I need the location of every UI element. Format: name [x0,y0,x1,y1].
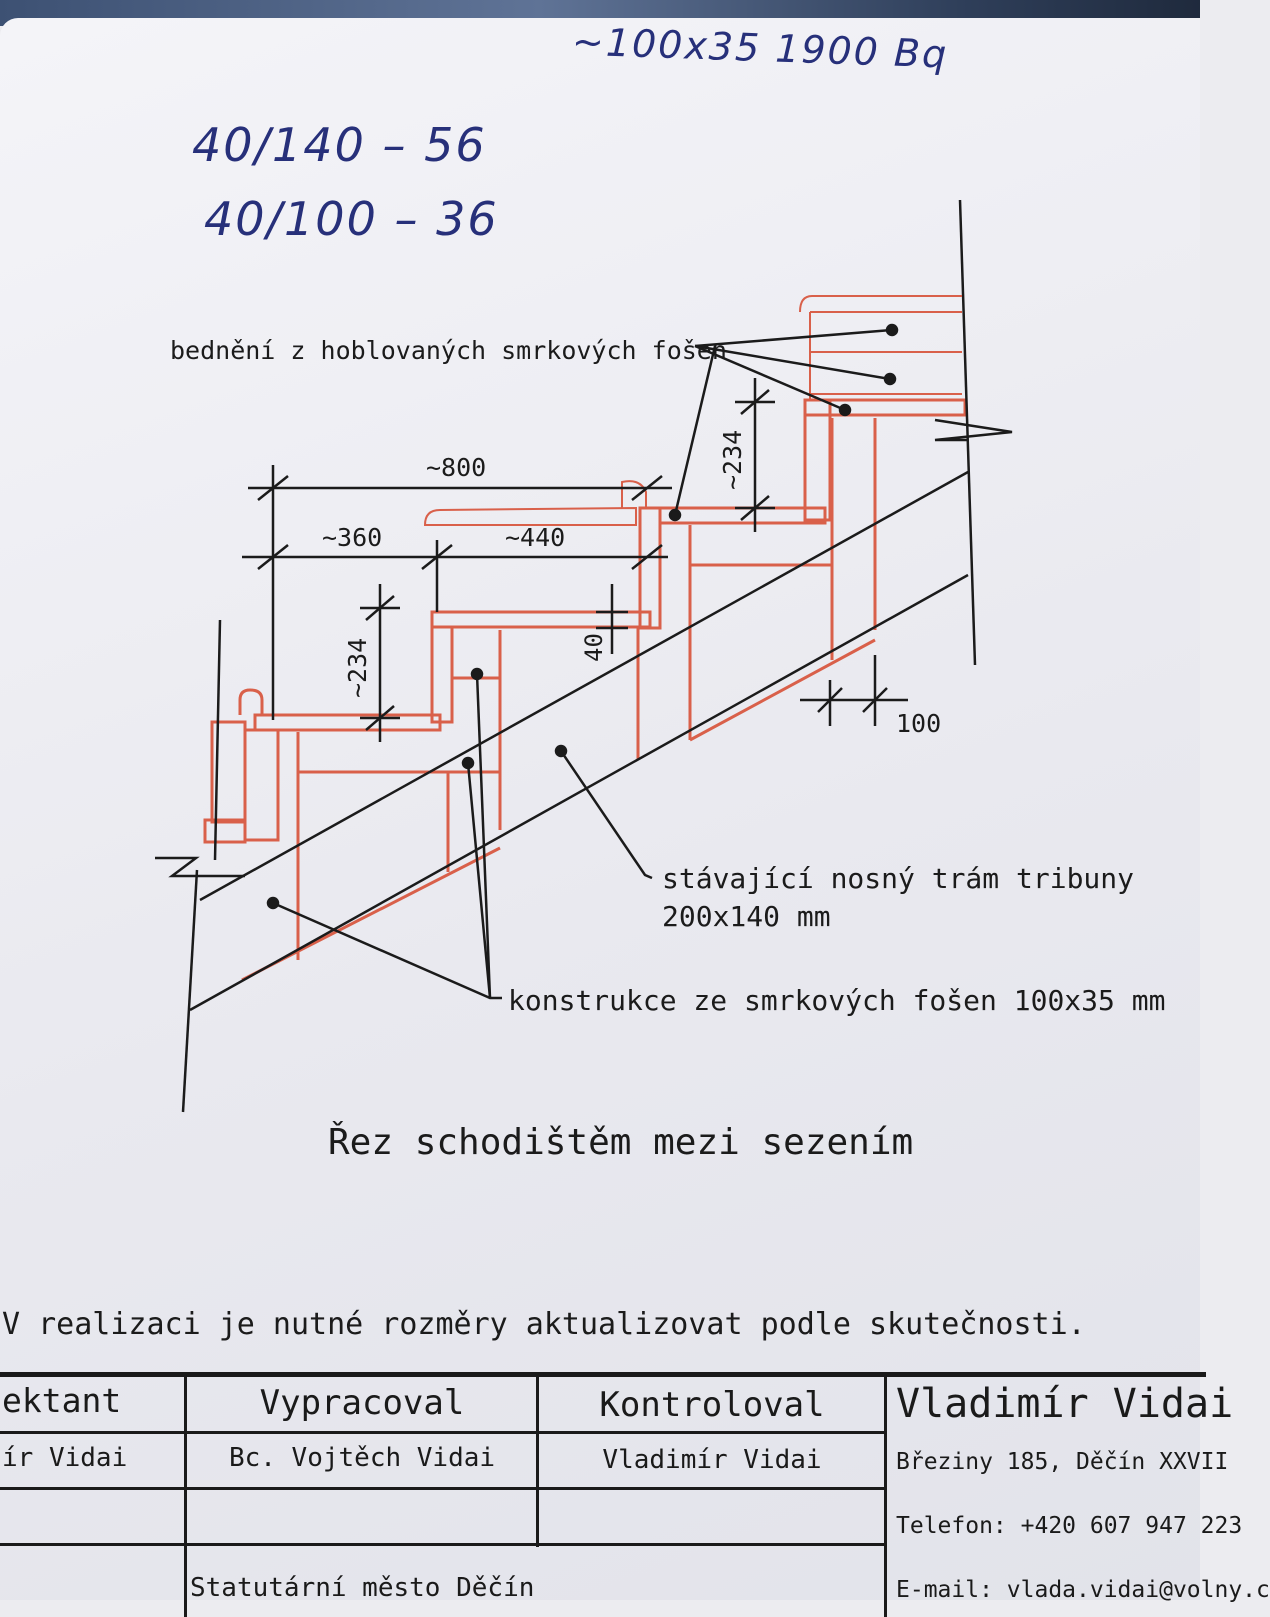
col1-value: ír Vidai [2,1443,128,1473]
timber-riser-top [803,398,832,522]
timber-post-lower [210,720,247,824]
realization-note: V realizaci je nutné rozměry aktualizova… [2,1307,1086,1342]
title-block-col-line [884,1377,887,1617]
label-konstrukce: konstrukce ze smrkových fošen 100x35 mm [508,984,1166,1017]
drawing-title: Řez schodištěm mezi sezením [328,1122,914,1163]
dim-360: ~360 [322,523,382,552]
dim-100: 100 [896,709,941,738]
title-block-row-line [0,1431,884,1434]
timber-nosing-lower [238,688,264,715]
col3-header: Kontroloval [599,1385,825,1425]
col1-header: ektant [2,1381,122,1420]
leader-lines [266,323,899,1000]
timber-riser-upper [638,506,662,630]
existing-beam-and-boards [155,199,1013,1113]
label-bedneni: bednění z hoblovaných smrkových fošen [170,336,727,365]
timber-tread-top [803,398,967,417]
timber-riser-lower [243,728,280,842]
timber-structure [203,398,967,982]
stair-section-drawing: ~800 ~360 ~440 ~234 40 ~234 100 [155,199,1013,1113]
col2-header: Vypracoval [259,1383,465,1423]
title-block-col-line [536,1377,539,1547]
handwritten-line2: 40/100 – 36 [204,192,499,246]
title-block-row-line [0,1543,884,1546]
company-name: Vladimír Vidai [896,1381,1234,1427]
company-email: E-mail: vlada.vidai@volny.c [896,1577,1270,1603]
timber-riser-middle [430,625,454,724]
timber-tread-upper [658,506,827,525]
dim-800: ~800 [426,453,486,482]
dim-40: 40 [580,633,608,662]
title-block: ektant ír Vidai Vypracoval Bc. Vojtěch V… [0,1372,1270,1617]
company-address: Březiny 185, Děčín XXVII [896,1449,1229,1475]
title-block-col-line [184,1377,187,1617]
dim-234-upper: ~234 [718,430,747,490]
label-tram-line1: stávající nosný trám tribuny [662,862,1135,895]
title-block-row-line [0,1487,884,1490]
bottom-left-text: Statutární město Děčín [190,1573,535,1603]
company-phone: Telefon: +420 607 947 223 [896,1513,1243,1539]
handwritten-line1: 40/140 – 56 [192,118,487,172]
dim-440: ~440 [505,523,565,552]
dimension-lines [242,378,908,742]
label-tram-line2: 200x140 mm [662,900,831,933]
timber-tread-middle [430,610,652,629]
col3-value: Vladimír Vidai [602,1445,822,1475]
col2-value: Bc. Vojtěch Vidai [228,1443,496,1473]
dim-234-lower: ~234 [343,638,372,698]
timber-edge-lower [203,818,247,844]
timber-tread-lower [253,713,442,732]
